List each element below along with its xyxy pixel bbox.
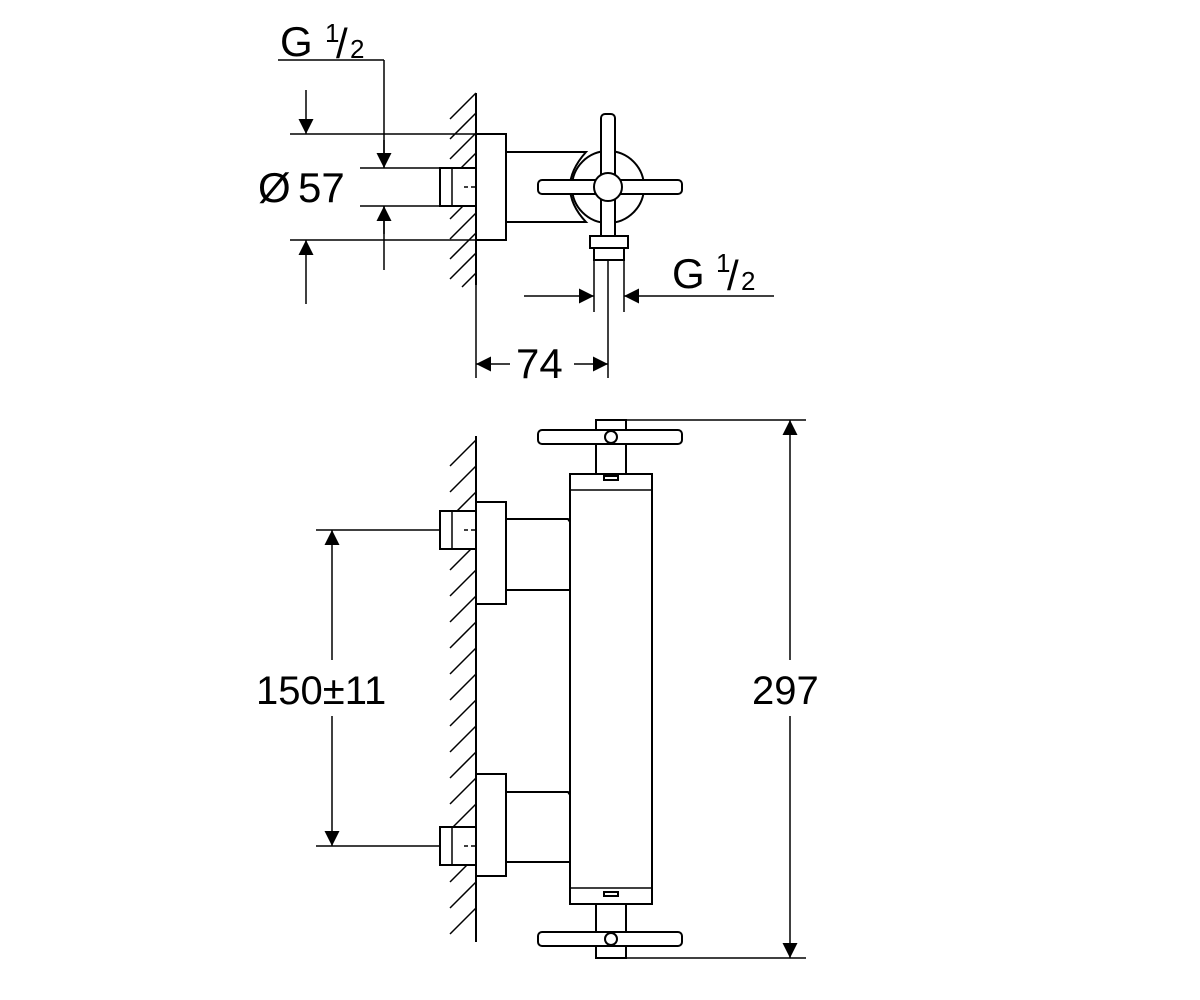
total-height-dimension: 297: [626, 419, 819, 959]
top-thread-g-label: G: [280, 18, 313, 65]
front-wall-hatching: [449, 439, 477, 935]
right-thread-dimension: G 1 / 2: [524, 248, 774, 312]
top-thread-slash: /: [336, 20, 348, 67]
top-thread-numerator: 1: [325, 18, 339, 48]
top-cross-handle: [537, 113, 683, 261]
top-outlet: [589, 235, 629, 261]
top-eccentric-connector: [439, 167, 477, 207]
right-thread-numerator: 1: [716, 248, 730, 278]
front-lower-connector: [439, 773, 507, 877]
right-thread-slash: /: [727, 252, 739, 299]
inlet-spacing-value: 150±11: [256, 669, 386, 713]
top-view: G 1 / 2 Ø 57 G 1 / 2 74: [258, 18, 774, 387]
inlet-spacing-dimension: 150±11: [256, 529, 440, 847]
diameter-value: 57: [298, 164, 345, 211]
diameter-dimension: Ø 57: [258, 164, 345, 211]
front-bottom-handle: [537, 903, 683, 959]
front-view: 150±11 297: [256, 419, 819, 959]
right-thread-denominator: 2: [741, 266, 755, 296]
diameter-symbol: Ø: [258, 164, 291, 211]
top-flange: [475, 133, 507, 241]
total-height-value: 297: [752, 669, 819, 713]
top-thread-denominator: 2: [350, 34, 364, 64]
front-arms: [505, 518, 582, 863]
front-upper-connector: [439, 501, 507, 605]
top-thread-dimension: G 1 / 2: [278, 18, 476, 304]
front-top-handle: [537, 419, 683, 475]
depth-value: 74: [516, 340, 563, 387]
depth-dimension: 74: [475, 260, 609, 387]
right-thread-g-label: G: [672, 250, 705, 297]
front-thermostat-body: [569, 473, 653, 905]
